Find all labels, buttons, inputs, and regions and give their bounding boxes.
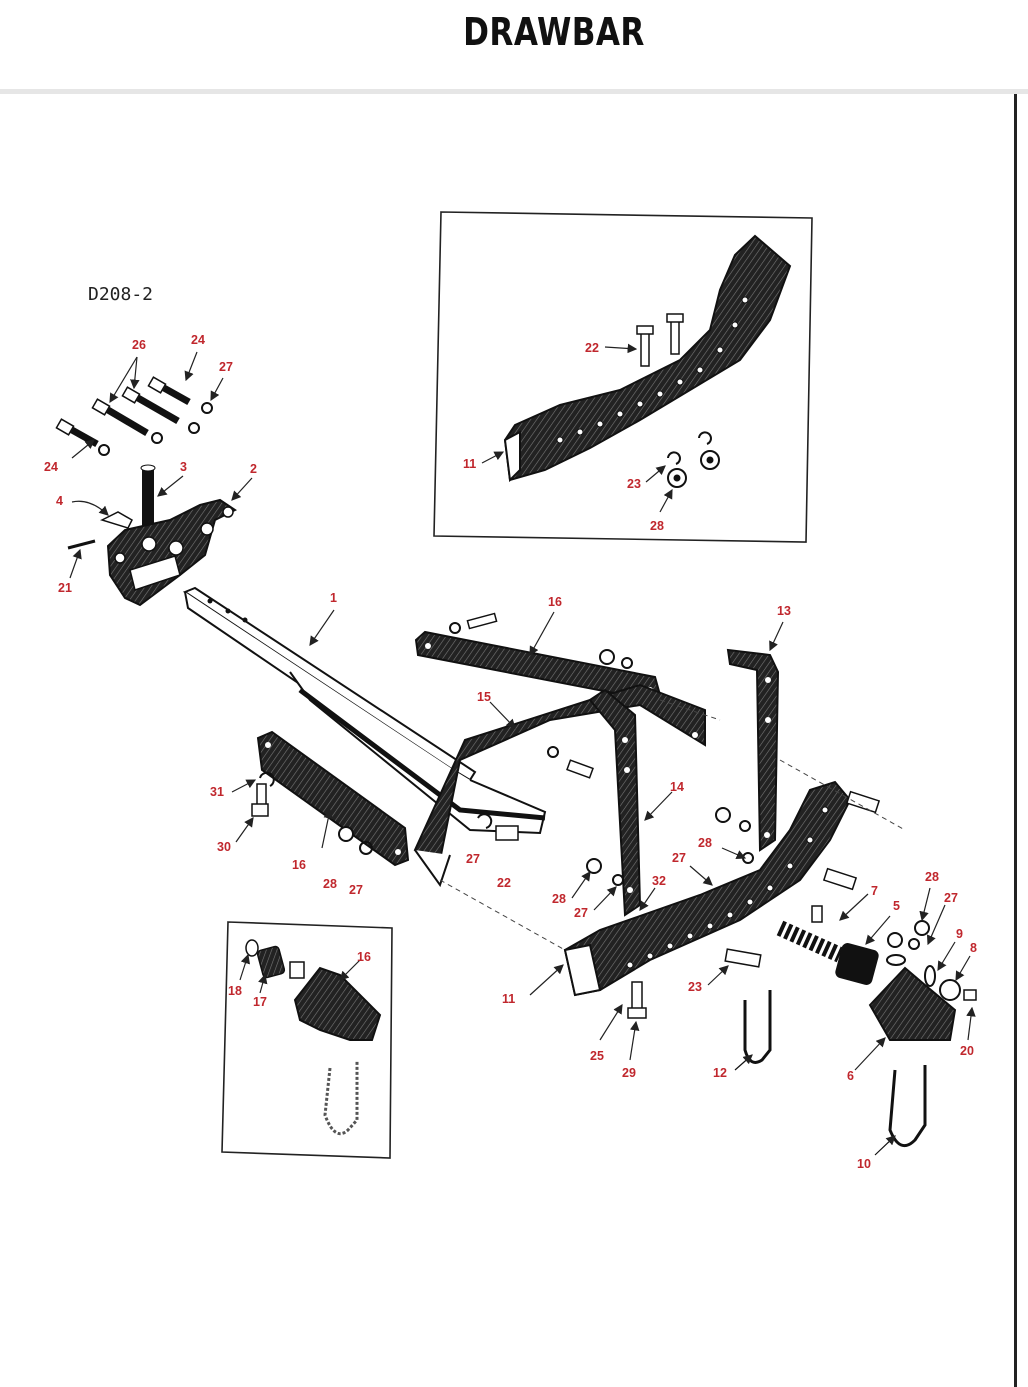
- callout-2: 2: [250, 462, 257, 476]
- callout-28-left: 28: [323, 877, 337, 891]
- callout-32: 32: [652, 874, 666, 888]
- callout-9: 9: [956, 927, 963, 941]
- callout-27-top: 27: [219, 360, 233, 374]
- callout-labels: 1 2 3 4 5 6 7 8 9 10 11 11 12 13 14 15 1…: [44, 333, 977, 1171]
- callout-10: 10: [857, 1157, 871, 1171]
- callout-12: 12: [713, 1066, 727, 1080]
- drawbar-main: [182, 586, 547, 835]
- swinging-drawbar-inset: [221, 921, 393, 1159]
- callout-7: 7: [871, 884, 878, 898]
- callout-23-inset: 23: [627, 477, 641, 491]
- callout-13: 13: [777, 604, 791, 618]
- header-divider: [0, 89, 1028, 94]
- callout-27-left: 27: [349, 883, 363, 897]
- drawing-id: D208-2: [88, 284, 153, 305]
- drawbar-diagram: D208-2: [44, 211, 977, 1171]
- u-bolts: [734, 990, 927, 1156]
- callout-22: 22: [497, 876, 511, 890]
- callout-30: 30: [217, 840, 231, 854]
- page-edge: [1014, 94, 1017, 1387]
- callout-8: 8: [970, 941, 977, 955]
- roller-assembly: [776, 887, 977, 1071]
- callout-14: 14: [670, 780, 684, 794]
- callout-24-top: 24: [191, 333, 205, 347]
- callout-16-upper: 16: [548, 595, 562, 609]
- page-title: DRAWBAR: [463, 10, 645, 54]
- callout-27-right: 27: [944, 891, 958, 905]
- callout-25: 25: [590, 1049, 604, 1063]
- brace-upper: [414, 611, 662, 702]
- callout-21: 21: [58, 581, 72, 595]
- callout-11-inset: 11: [463, 457, 476, 471]
- callout-18: 18: [228, 984, 242, 998]
- callout-29: 29: [622, 1066, 636, 1080]
- callout-17: 17: [253, 995, 267, 1009]
- callout-27-center: 27: [672, 851, 686, 865]
- callout-11: 11: [502, 992, 515, 1006]
- brace-lower-left: [231, 730, 519, 867]
- callout-24-left: 24: [44, 460, 58, 474]
- callout-28-mid: 28: [552, 892, 566, 906]
- page-header: DRAWBAR: [0, 0, 1028, 90]
- callout-1: 1: [330, 591, 337, 605]
- drawbar-lower: [529, 780, 881, 1061]
- callout-28-center: 28: [698, 836, 712, 850]
- callout-31: 31: [210, 785, 224, 799]
- callout-16-inset: 16: [357, 950, 371, 964]
- clevis-assembly: [55, 351, 253, 607]
- alignment-lines: [439, 699, 906, 951]
- callout-3: 3: [180, 460, 187, 474]
- callout-28-inset: 28: [650, 519, 664, 533]
- callout-20: 20: [960, 1044, 974, 1058]
- callout-23: 23: [688, 980, 702, 994]
- callout-27-mid: 27: [466, 852, 480, 866]
- drawbar-end-inset: [433, 211, 813, 543]
- callout-16-lower: 16: [292, 858, 306, 872]
- callout-26: 26: [132, 338, 146, 352]
- bracket-13: [726, 621, 784, 852]
- callout-5: 5: [893, 899, 900, 913]
- callout-27-low: 27: [574, 906, 588, 920]
- callout-15: 15: [477, 690, 491, 704]
- callout-4: 4: [56, 494, 63, 508]
- callout-22-inset: 22: [585, 341, 599, 355]
- callout-6: 6: [847, 1069, 854, 1083]
- callout-28-right: 28: [925, 870, 939, 884]
